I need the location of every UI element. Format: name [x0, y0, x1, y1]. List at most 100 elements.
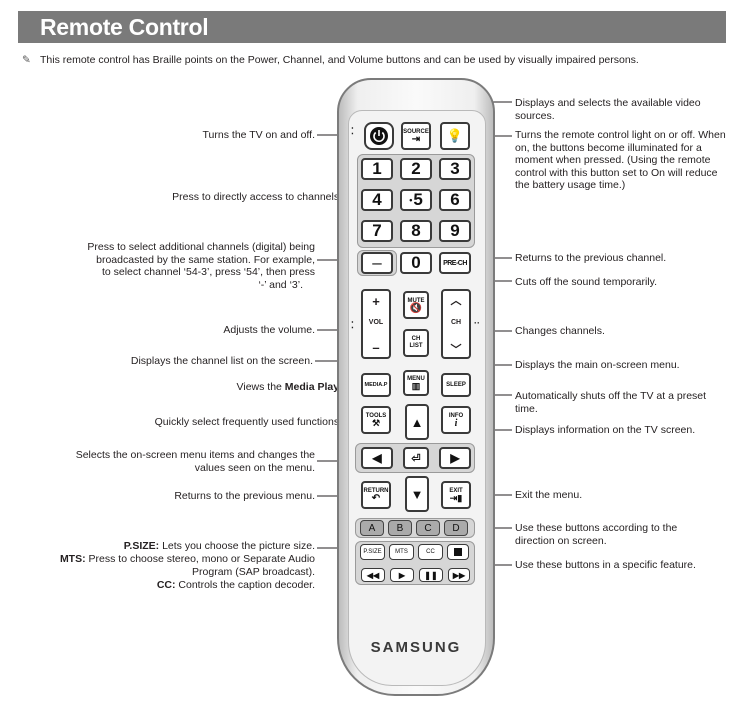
power-button[interactable]: [364, 122, 394, 150]
label-mts: MTS: Press to choose stereo, mono or Sep…: [30, 553, 315, 566]
play-icon: ▶: [398, 570, 406, 580]
power-icon: [370, 127, 388, 145]
label-psize: P.SIZE: Lets you choose the picture size…: [30, 540, 315, 553]
fast-forward-button[interactable]: ▶▶: [448, 568, 470, 582]
arrow-up-icon: ▲: [410, 414, 424, 430]
color-button-a[interactable]: A: [360, 520, 384, 536]
label-media-prefix: Views the: [236, 381, 285, 393]
return-button[interactable]: RETURN ↶: [361, 481, 391, 509]
color-button-d[interactable]: D: [444, 520, 468, 536]
page-title: Remote Control: [40, 14, 209, 40]
rewind-button[interactable]: ◀◀: [361, 568, 385, 582]
label-channel-list: Displays the channel list on the screen.: [130, 355, 313, 367]
ch-list-line: CH: [411, 336, 421, 342]
number-button-2[interactable]: 2: [400, 158, 432, 180]
label-color-buttons: Use these buttons according to the direc…: [515, 522, 725, 547]
label-psize-bold: P.SIZE:: [123, 540, 160, 552]
label-colors-line: Use these buttons according to the: [515, 522, 678, 534]
channel-up-icon[interactable]: ︿: [450, 295, 462, 307]
channel-label: CH: [450, 319, 462, 326]
menu-button-label: MENU: [407, 376, 425, 382]
cc-button[interactable]: CC: [418, 544, 443, 560]
ch-list-button[interactable]: CH LIST: [403, 329, 429, 357]
label-number-buttons: Press to directly access to channels.: [172, 191, 342, 203]
prech-button[interactable]: PRE-CH: [439, 252, 471, 274]
nav-left-button[interactable]: ◀: [361, 447, 393, 469]
arrow-right-icon: ▶: [450, 451, 460, 465]
page-header: Remote Control: [18, 11, 726, 43]
label-nav-line: Selects the on-screen menu items and cha…: [75, 449, 315, 461]
volume-label: VOL: [368, 319, 384, 326]
label-light-line: Turns the remote control light on or off…: [515, 129, 726, 141]
braille-dots-icon: ⁚: [351, 126, 354, 136]
menu-grid-icon: ▥: [411, 381, 421, 391]
stop-button[interactable]: [447, 544, 469, 560]
source-input-icon: ⇥: [411, 134, 421, 145]
enter-icon: ⏎: [411, 452, 421, 465]
volume-up-icon[interactable]: +: [372, 294, 380, 309]
label-cc: CC: Controls the caption decoder.: [30, 579, 315, 592]
label-navigation: Selects the on-screen menu items and cha…: [40, 449, 315, 474]
info-icon: i: [454, 418, 458, 429]
tools-icon: ⚒: [371, 418, 381, 428]
mute-button-label: MUTE: [407, 298, 425, 304]
info-button[interactable]: INFO i: [441, 406, 471, 434]
label-psize-mts-cc: P.SIZE: Lets you choose the picture size…: [30, 540, 315, 592]
volume-down-icon[interactable]: –: [372, 340, 380, 355]
rewind-icon: ◀◀: [366, 570, 380, 580]
enter-button[interactable]: ⏎: [403, 447, 429, 469]
label-tools: Quickly select frequently used functions…: [154, 416, 342, 428]
number-button-6[interactable]: 6: [439, 189, 471, 211]
number-button-5[interactable]: •5: [400, 189, 432, 211]
label-nav-line: values seen on the menu.: [194, 461, 315, 474]
mute-button[interactable]: MUTE 🔇: [403, 291, 429, 319]
info-button-label: INFO: [448, 413, 464, 419]
psize-button[interactable]: P.SIZE: [360, 544, 385, 560]
fast-forward-icon: ▶▶: [452, 570, 466, 580]
nav-down-button[interactable]: ▼: [405, 476, 429, 512]
channel-rocker[interactable]: ︿ CH ﹀: [441, 289, 471, 359]
color-button-b[interactable]: B: [388, 520, 412, 536]
label-prech: Returns to the previous channel.: [515, 252, 667, 264]
pause-button[interactable]: ❚❚: [419, 568, 443, 582]
source-button[interactable]: SOURCE ⇥: [401, 122, 431, 150]
channel-down-icon[interactable]: ﹀: [450, 344, 462, 356]
color-button-c[interactable]: C: [416, 520, 440, 536]
ch-list-line: LIST: [409, 343, 423, 349]
number-button-9[interactable]: 9: [439, 220, 471, 242]
number-button-3[interactable]: 3: [439, 158, 471, 180]
label-mts-bold: MTS:: [59, 553, 86, 565]
mts-button[interactable]: MTS: [389, 544, 414, 560]
pause-icon: ❚❚: [424, 570, 438, 580]
number-button-8[interactable]: 8: [400, 220, 432, 242]
label-sleep-line: time.: [515, 402, 538, 415]
play-button[interactable]: ▶: [390, 568, 414, 582]
number-button-7[interactable]: 7: [361, 220, 393, 242]
label-volume: Adjusts the volume.: [223, 324, 315, 336]
pencil-icon: ✎: [22, 54, 31, 66]
label-source-line: sources.: [515, 109, 555, 122]
media-play-button[interactable]: MEDIA.P: [361, 373, 391, 397]
sleep-button[interactable]: SLEEP: [441, 373, 471, 397]
arrow-down-icon: ▼: [410, 486, 424, 502]
label-dash-line: broadcasted by the same station. For exa…: [96, 253, 315, 266]
label-channel: Changes channels.: [515, 325, 605, 337]
label-dash-line: to select channel ‘54-3’, press ‘54’, th…: [101, 266, 315, 278]
exit-button[interactable]: EXIT ⇥▮: [441, 481, 471, 509]
number-button-1[interactable]: 1: [361, 158, 393, 180]
number-button-0[interactable]: 0: [400, 252, 432, 274]
volume-rocker[interactable]: + VOL –: [361, 289, 391, 359]
label-dash-line: ‘-’ and ‘3’.: [258, 278, 303, 291]
nav-up-button[interactable]: ▲: [405, 404, 429, 440]
number-button-4[interactable]: 4: [361, 189, 393, 211]
nav-right-button[interactable]: ▶: [439, 447, 471, 469]
exit-button-label: EXIT: [449, 488, 463, 494]
label-light-line: the battery usage time.): [515, 179, 626, 191]
tools-button-label: TOOLS: [365, 413, 387, 419]
light-button[interactable]: 💡: [440, 122, 470, 150]
menu-button[interactable]: MENU ▥: [403, 370, 429, 396]
tools-button[interactable]: TOOLS ⚒: [361, 406, 391, 434]
stop-icon: [454, 548, 462, 556]
dash-button[interactable]: –: [361, 252, 393, 274]
arrow-left-icon: ◀: [372, 451, 382, 465]
